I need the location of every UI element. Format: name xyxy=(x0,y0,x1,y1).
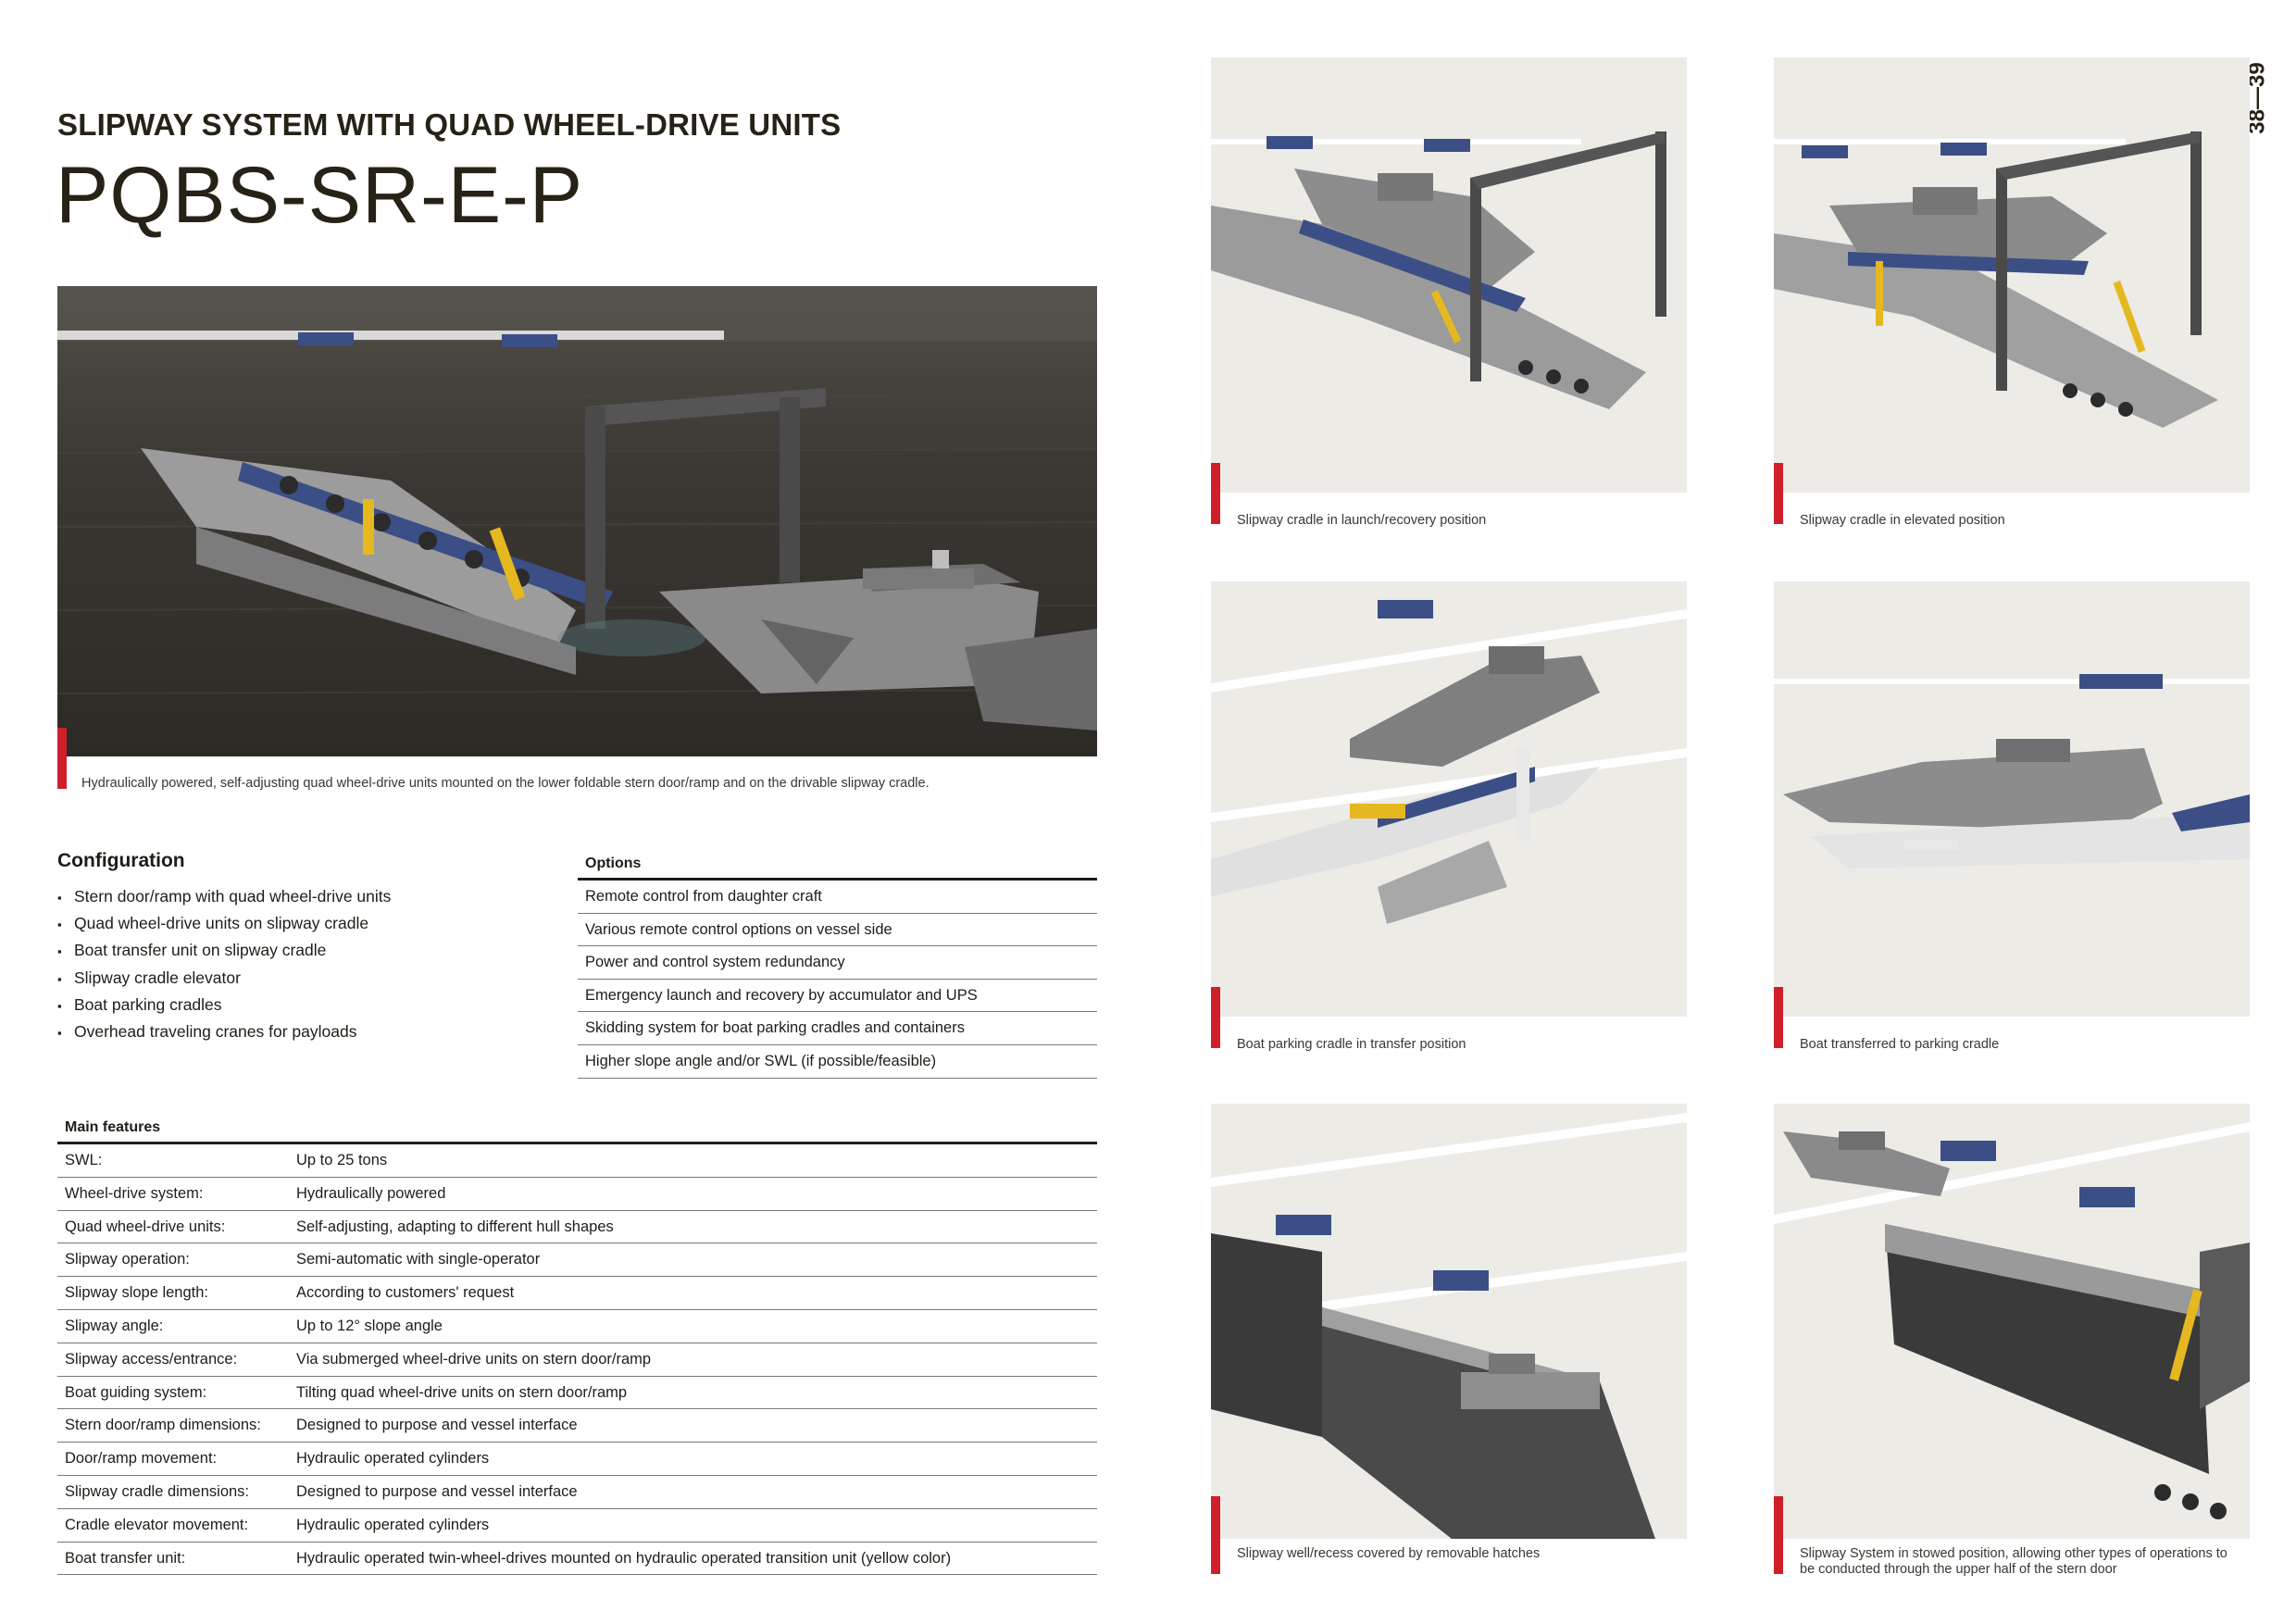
options-row: Higher slope angle and/or SWL (if possib… xyxy=(578,1045,1097,1079)
accent-bar xyxy=(57,728,67,789)
feature-value: Self-adjusting, adapting to different hu… xyxy=(296,1218,614,1235)
list-item: Slipway cradle elevator xyxy=(57,965,391,992)
table-row: Wheel-drive system: Hydraulically powered xyxy=(57,1178,1097,1211)
feature-value: Tilting quad wheel-drive units on stern … xyxy=(296,1383,628,1401)
feature-key: SWL: xyxy=(65,1152,103,1168)
accent-bar xyxy=(1211,987,1220,1048)
feature-value: Via submerged wheel-drive units on stern… xyxy=(296,1350,652,1368)
table-row: Quad wheel-drive units: Self-adjusting, a… xyxy=(57,1211,1097,1244)
feature-key: Slipway slope length: xyxy=(65,1284,209,1302)
figure-launch-recovery xyxy=(1211,57,1687,493)
list-item: Quad wheel-drive units on slipway cradle xyxy=(57,910,391,937)
figure-caption: Slipway System in stowed position, allow… xyxy=(1800,1546,2227,1577)
figure-caption: Slipway well/recess covered by removable… xyxy=(1237,1546,1541,1561)
figure-stowed xyxy=(1774,1104,2250,1539)
options-row: Remote control from daughter craft xyxy=(578,881,1097,914)
main-features-heading: Main features xyxy=(57,1116,1097,1144)
slipway-sea-render xyxy=(57,286,1097,731)
table-row: Boat guiding system: Tilting quad wheel-d… xyxy=(57,1377,1097,1410)
configuration-list: Stern door/ramp with quad wheel-drive un… xyxy=(57,883,391,1045)
feature-value: Hydraulically powered xyxy=(296,1184,446,1202)
figure-caption: Slipway cradle in elevated position xyxy=(1800,513,2005,528)
feature-value: Hydraulic operated twin-wheel-drives mou… xyxy=(296,1549,952,1567)
feature-value: Designed to purpose and vessel interface xyxy=(296,1417,578,1434)
table-row: Boat transfer unit: Hydraulic operated tw… xyxy=(57,1543,1097,1576)
accent-bar xyxy=(1774,463,1783,524)
feature-key: Slipway angle: xyxy=(65,1317,164,1334)
feature-key: Quad wheel-drive units: xyxy=(65,1218,226,1235)
options-row: Emergency launch and recovery by accumul… xyxy=(578,980,1097,1013)
table-row: Slipway angle: Up to 12° slope angle xyxy=(57,1310,1097,1343)
table-row: Stern door/ramp dimensions: Designed to p… xyxy=(57,1409,1097,1443)
feature-key: Slipway cradle dimensions: xyxy=(65,1482,250,1500)
hero-image xyxy=(57,286,1097,756)
figure-elevated xyxy=(1774,57,2250,493)
figure-caption: Boat parking cradle in transfer position xyxy=(1237,1037,1466,1052)
feature-value: Semi-automatic with single-operator xyxy=(296,1251,541,1268)
accent-bar xyxy=(1211,1496,1220,1574)
feature-key: Slipway access/entrance: xyxy=(65,1350,238,1368)
list-item: Stern door/ramp with quad wheel-drive un… xyxy=(57,883,391,910)
options-table: Options Remote control from daughter cra… xyxy=(578,852,1097,1079)
list-item: Boat parking cradles xyxy=(57,992,391,1018)
hero-caption: Hydraulically powered, self-adjusting qu… xyxy=(81,776,930,791)
table-row: Slipway slope length: According to custom… xyxy=(57,1277,1097,1310)
feature-value: Hydraulic operated cylinders xyxy=(296,1450,490,1468)
page-title: PQBS-SR-E-P xyxy=(56,151,584,240)
feature-value: Designed to purpose and vessel interface xyxy=(296,1482,578,1500)
figure-caption: Boat transferred to parking cradle xyxy=(1800,1037,2000,1052)
figure-transferred xyxy=(1774,581,2250,1017)
list-item: Boat transfer unit on slipway cradle xyxy=(57,937,391,964)
table-row: Door/ramp movement: Hydraulic operated cy… xyxy=(57,1443,1097,1476)
feature-key: Cradle elevator movement: xyxy=(65,1516,249,1533)
accent-bar xyxy=(1211,463,1220,524)
page-subtitle: SLIPWAY SYSTEM WITH QUAD WHEEL-DRIVE UNI… xyxy=(57,107,842,142)
configuration-heading: Configuration xyxy=(57,850,185,871)
feature-key: Boat guiding system: xyxy=(65,1383,207,1401)
feature-key: Stern door/ramp dimensions: xyxy=(65,1417,261,1434)
feature-value: Hydraulic operated cylinders xyxy=(296,1516,490,1533)
feature-key: Slipway operation: xyxy=(65,1251,190,1268)
table-row: Slipway access/entrance: Via submerged wh… xyxy=(57,1343,1097,1377)
feature-key: Wheel-drive system: xyxy=(65,1184,204,1202)
options-row: Various remote control options on vessel… xyxy=(578,914,1097,947)
table-row: SWL: Up to 25 tons xyxy=(57,1144,1097,1178)
page-number: 38—39 xyxy=(2244,62,2270,134)
table-row: Slipway operation: Semi-automatic with si… xyxy=(57,1243,1097,1278)
feature-key: Boat transfer unit: xyxy=(65,1549,186,1567)
accent-bar xyxy=(1774,987,1783,1048)
table-row: Slipway cradle dimensions: Designed to pu… xyxy=(57,1476,1097,1509)
options-row: Skidding system for boat parking cradles… xyxy=(578,1012,1097,1045)
feature-value: Up to 25 tons xyxy=(296,1152,388,1168)
main-features-table: Main features SWL: Up to 25 tons Wheel-dr… xyxy=(57,1116,1097,1576)
figure-caption: Slipway cradle in launch/recovery positi… xyxy=(1237,513,1487,528)
table-row: Cradle elevator movement: Hydraulic opera… xyxy=(57,1509,1097,1543)
feature-value: Up to 12° slope angle xyxy=(296,1317,443,1334)
feature-key: Door/ramp movement: xyxy=(65,1450,218,1468)
list-item: Overhead traveling cranes for payloads xyxy=(57,1018,391,1045)
accent-bar xyxy=(1774,1496,1783,1574)
figure-parking-transfer xyxy=(1211,581,1687,1017)
feature-value: According to customers' request xyxy=(296,1284,515,1302)
options-row: Power and control system redundancy xyxy=(578,946,1097,980)
figure-covered-well xyxy=(1211,1104,1687,1539)
options-heading: Options xyxy=(578,852,1097,881)
